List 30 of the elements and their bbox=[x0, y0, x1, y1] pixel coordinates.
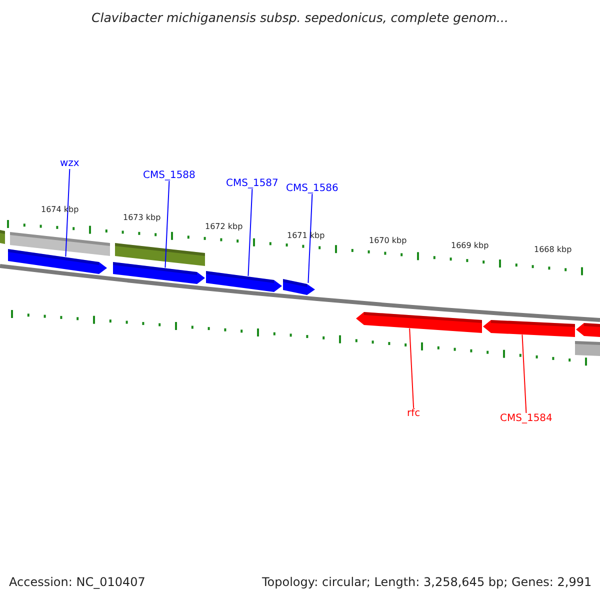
gene-label: rfc bbox=[407, 408, 420, 419]
gene-label: wzx bbox=[60, 158, 80, 169]
scale-label: 1668 kbp bbox=[534, 245, 572, 254]
gene-feature bbox=[113, 262, 205, 284]
footer-text: Topology: circular; Length: 3,258,645 bp; Genes: 2,991 bbox=[262, 575, 592, 589]
leader-line bbox=[164, 180, 170, 268]
scale-label: 1673 kbp bbox=[123, 213, 161, 222]
diagram-title: Clavibacter michiganensis subsp. sepedonicus, complete genom... bbox=[90, 10, 510, 25]
leader-line bbox=[308, 194, 313, 284]
leader-line bbox=[65, 168, 70, 258]
footer-text: Accession: NC_010407 bbox=[9, 575, 146, 589]
gene-label: CMS_1584 bbox=[500, 413, 552, 424]
leader-line bbox=[248, 188, 253, 276]
scale-label: 1669 kbp bbox=[451, 241, 489, 250]
leader-line bbox=[409, 328, 414, 408]
gene-label: CMS_1587 bbox=[226, 178, 278, 189]
gene-segment bbox=[0, 230, 5, 244]
gene-segment bbox=[115, 243, 205, 266]
gene-segment bbox=[575, 341, 600, 356]
gene-segment bbox=[10, 232, 110, 256]
gene-feature bbox=[576, 323, 600, 337]
gene-feature bbox=[356, 312, 482, 333]
gene-label: CMS_1588 bbox=[143, 170, 196, 181]
scale-label: 1670 kbp bbox=[369, 236, 407, 245]
gene-label: CMS_1586 bbox=[286, 183, 338, 194]
leader-line bbox=[522, 334, 527, 414]
scale-label: 1671 kbp bbox=[287, 231, 325, 240]
gene-feature bbox=[283, 279, 315, 295]
scale-label: 1672 kbp bbox=[205, 222, 243, 231]
gene-feature bbox=[8, 249, 107, 274]
